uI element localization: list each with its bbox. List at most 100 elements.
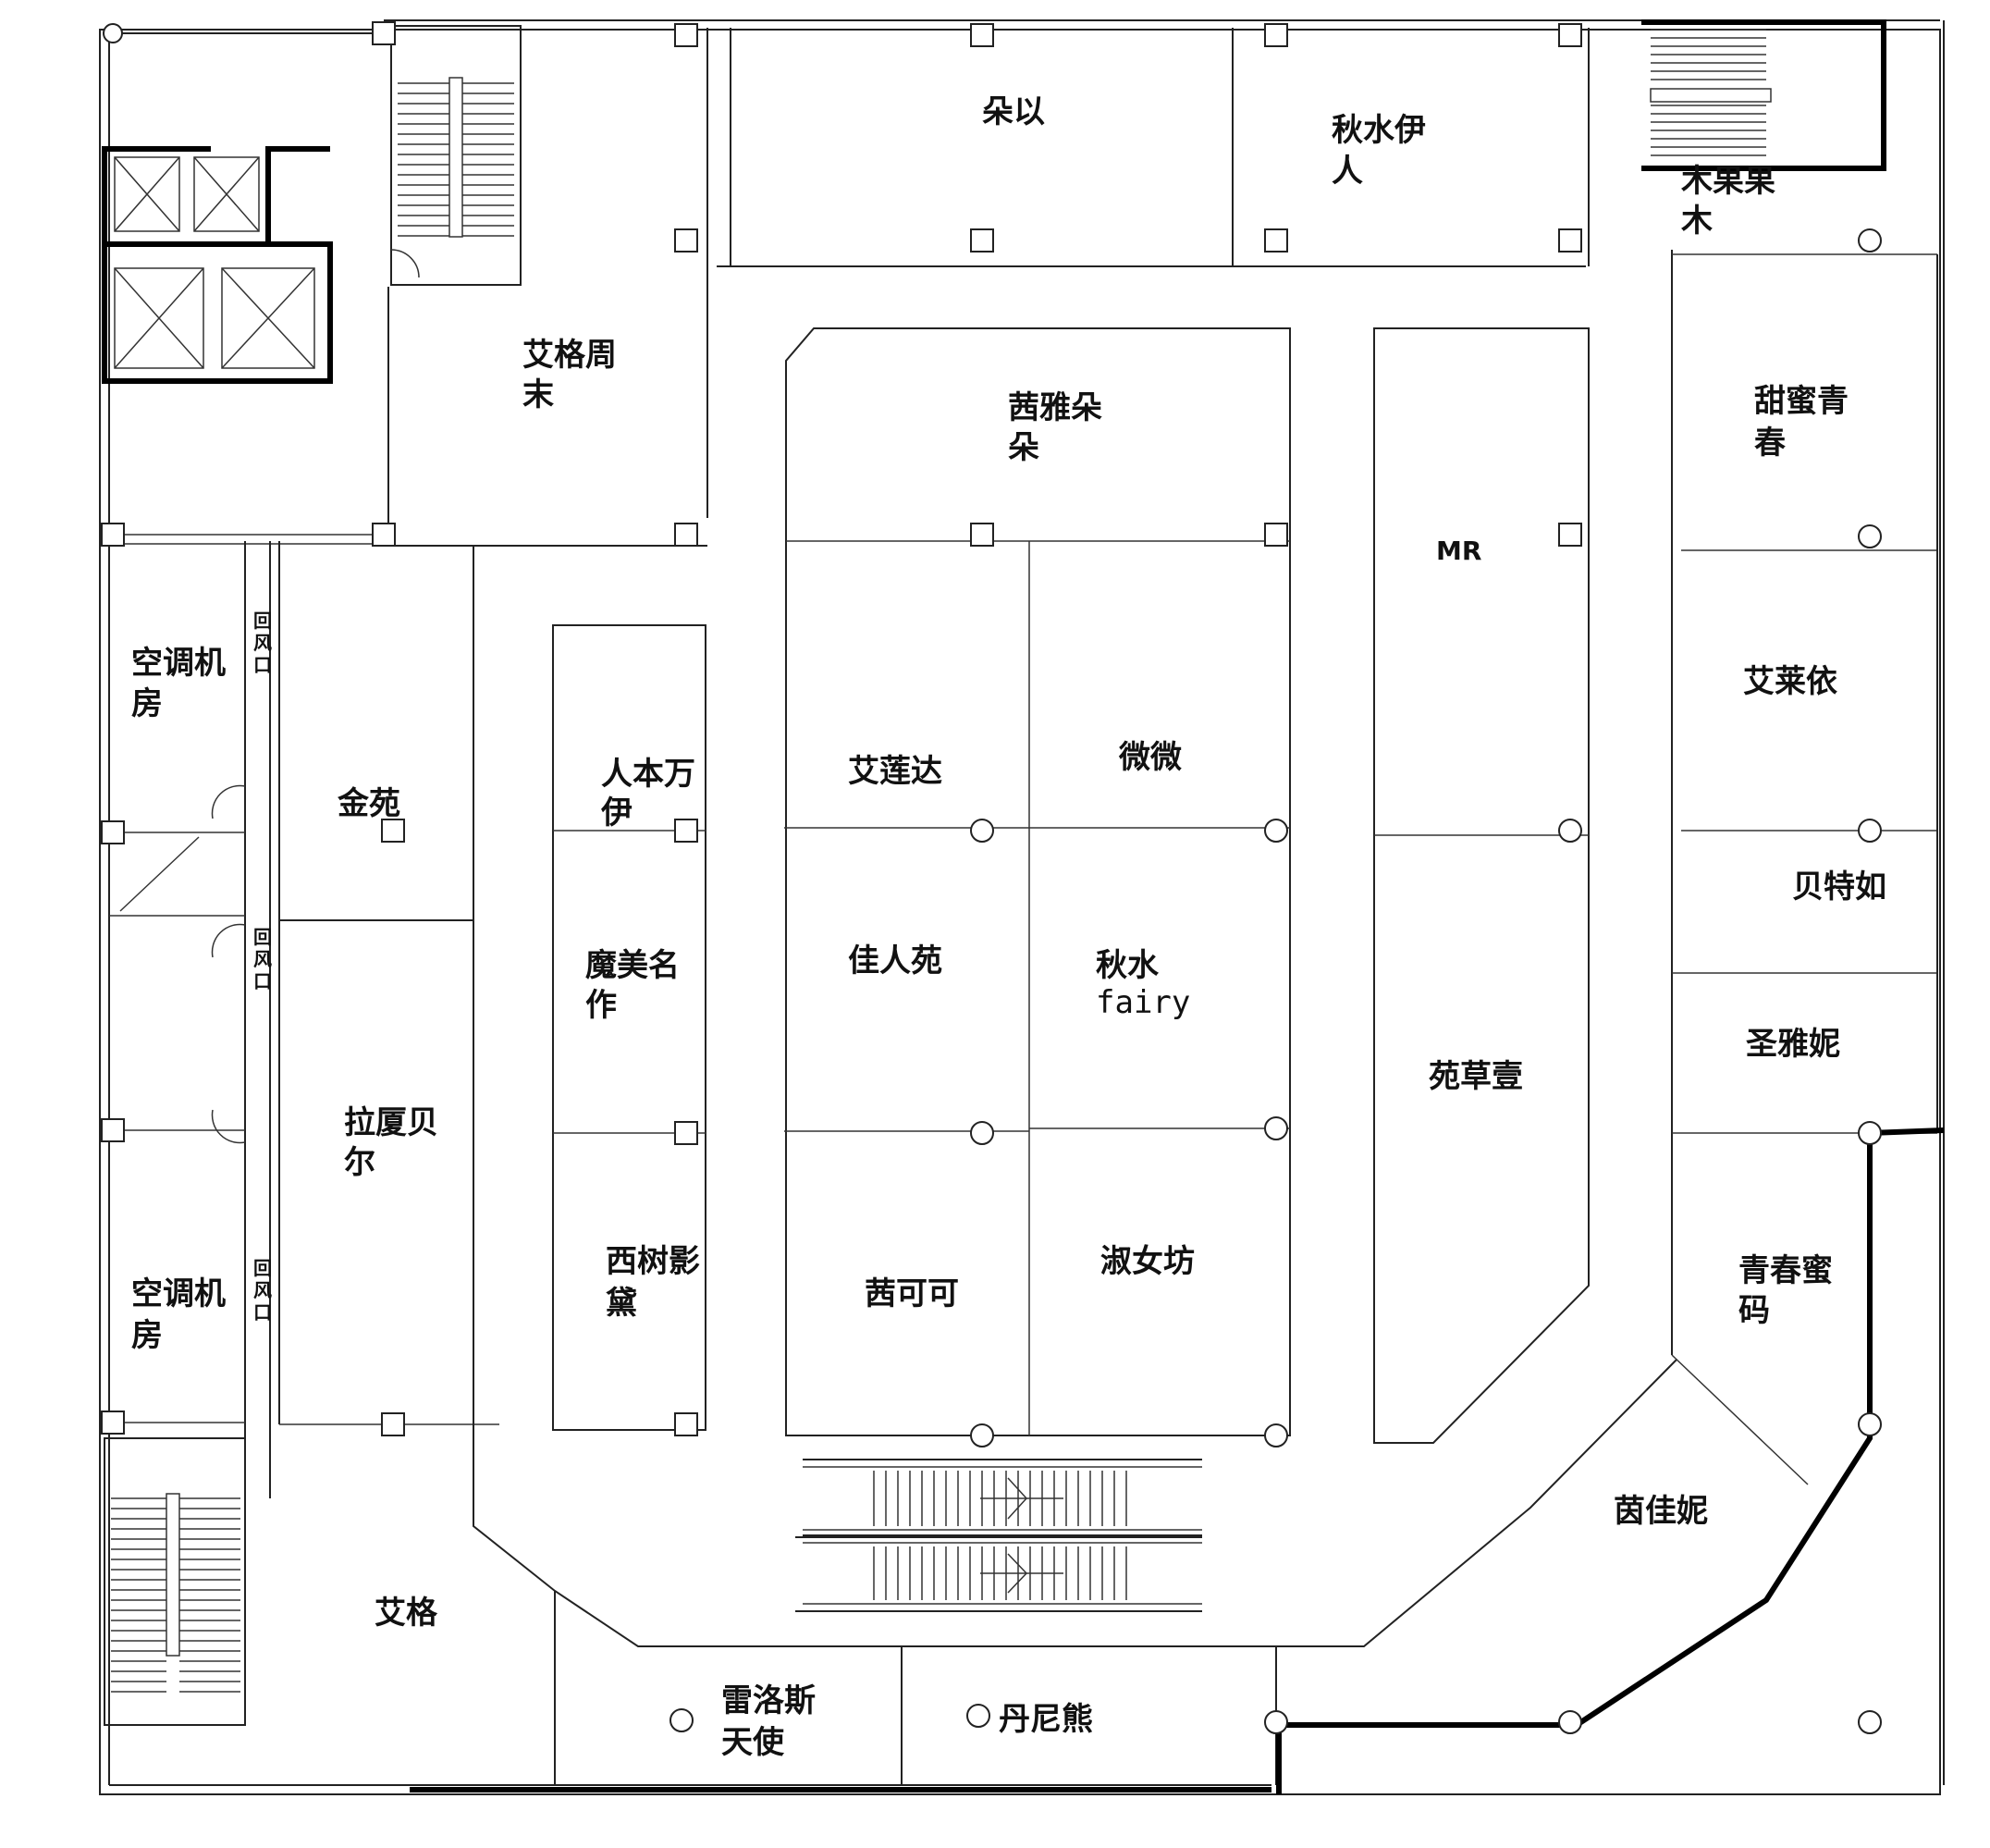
column-square — [1558, 228, 1582, 253]
column-round — [970, 1121, 994, 1145]
column-square — [372, 21, 396, 45]
shop-duo-yi: 朵以 — [982, 93, 1045, 130]
column-round — [1858, 1121, 1882, 1145]
column-square — [674, 228, 698, 253]
shop-ai-lai-yi: 艾莱依 — [1743, 663, 1837, 700]
column-round — [966, 1704, 990, 1728]
shop-shu-nv-fang: 淑女坊 — [1100, 1243, 1195, 1280]
column-round — [1558, 819, 1582, 843]
vent-3-l3: 口 — [253, 1301, 272, 1324]
shop-qiu-shui-yi-ren-l2: 人 — [1332, 153, 1363, 190]
elevator-block — [102, 23, 388, 545]
room-labels: 空调机 房 空调机 房 — [131, 645, 226, 1354]
column-square — [674, 819, 698, 843]
shop-la-xia-bei-er-l1: 拉厦贝 — [344, 1104, 438, 1141]
vent-labels: 回 风 口 回 风 口 回 风 口 — [253, 610, 272, 1324]
vent-1-l2: 风 — [253, 632, 272, 654]
shop-qiu-shui-fairy-l1: 秋水 — [1096, 947, 1160, 984]
ac-room-2-l1: 空调机 — [131, 1275, 226, 1312]
shop-tian-mi-qing-chun-l2: 春 — [1754, 425, 1786, 462]
column-round — [1858, 524, 1882, 548]
column-round — [1264, 819, 1288, 843]
shop-sheng-ya-ni: 圣雅妮 — [1746, 1026, 1840, 1063]
shop-ren-ben-wan-yi-l2: 伊 — [600, 795, 633, 832]
column-square — [1264, 523, 1288, 547]
shop-yin-jia-ni: 茵佳妮 — [1614, 1493, 1708, 1530]
column-square — [674, 23, 698, 47]
ac-room-2-l2: 房 — [131, 1317, 163, 1354]
left-side-rooms — [104, 541, 280, 1726]
shop-qian-ya-duo-duo-l2: 朵 — [1008, 429, 1039, 466]
shop-lei-luo-si-tian-shi-l1: 雷洛斯 — [721, 1682, 816, 1719]
shop-mr: MR — [1436, 536, 1481, 566]
shop-mu-guo-guo-mu-l2: 木 — [1680, 203, 1713, 240]
shop-la-xia-bei-er-l2: 尔 — [344, 1144, 375, 1181]
island-center — [784, 327, 1291, 1436]
column-round — [1858, 1710, 1882, 1734]
shop-mo-mei-ming-zuo-l2: 作 — [585, 987, 617, 1024]
shop-qian-ya-duo-duo-l1: 茜雅朵 — [1008, 389, 1102, 426]
column-round — [1858, 228, 1882, 253]
column-square — [1264, 23, 1288, 47]
shop-wei-wei: 微微 — [1118, 739, 1182, 776]
column-round — [1264, 1116, 1288, 1140]
column-square — [101, 1411, 125, 1435]
vent-3-l2: 风 — [253, 1279, 272, 1301]
column-square — [1558, 23, 1582, 47]
ac-room-1-l1: 空调机 — [131, 645, 226, 682]
shop-qian-ke-ke: 茜可可 — [865, 1275, 959, 1312]
top-shop-row — [387, 28, 1590, 547]
shop-xi-shu-ying-dai-l2: 黛 — [606, 1285, 637, 1322]
shop-dan-ni-xiong: 丹尼熊 — [999, 1701, 1093, 1738]
right-shop-column — [1276, 250, 1945, 1794]
vent-2-l3: 口 — [253, 970, 272, 992]
shop-yuan-cao-yi: 苑草壹 — [1429, 1058, 1523, 1095]
left-shop-column — [279, 546, 499, 1526]
column-round — [1264, 1710, 1288, 1734]
column-square — [101, 820, 125, 844]
column-square — [970, 523, 994, 547]
column-square — [1558, 523, 1582, 547]
column-round — [1264, 1423, 1288, 1448]
top-right-stairwell — [1641, 19, 1886, 171]
column-square — [674, 1412, 698, 1436]
column-square — [970, 23, 994, 47]
shop-tian-mi-qing-chun-l1: 甜蜜青 — [1754, 383, 1849, 420]
top-left-stairwell — [390, 25, 522, 286]
ac-room-1-l2: 房 — [131, 685, 163, 722]
column-square — [674, 523, 698, 547]
shop-ai-ge-zhou-mo-l2: 末 — [522, 376, 554, 413]
column-round — [970, 819, 994, 843]
shop-jin-yuan: 金苑 — [337, 785, 400, 822]
shop-mo-mei-ming-zuo-l1: 魔美名 — [585, 947, 680, 984]
shop-lei-luo-si-tian-shi-l2: 天使 — [721, 1724, 785, 1761]
corridor — [473, 546, 1677, 1785]
escalators — [795, 1459, 1202, 1612]
column-square — [101, 1118, 125, 1142]
column-square — [381, 819, 405, 843]
column-square — [674, 1121, 698, 1145]
vent-1-l3: 口 — [253, 654, 272, 676]
column-square — [970, 228, 994, 253]
column-round — [970, 1423, 994, 1448]
shop-labels: 朵以 秋水伊 人 木果果 木 艾格周 末 茜雅朵 朵 MR 甜蜜青 春 艾莱依 … — [337, 93, 1886, 1761]
column-square — [1264, 228, 1288, 253]
column-round — [1558, 1710, 1582, 1734]
column-square — [381, 1412, 405, 1436]
shop-mu-guo-guo-mu-l1: 木果果 — [1680, 163, 1775, 200]
shop-qiu-shui-yi-ren-l1: 秋水伊 — [1332, 112, 1426, 149]
vent-2-l2: 风 — [253, 948, 272, 970]
column-round — [669, 1708, 694, 1732]
shop-qing-chun-mi-ma-l1: 青春蜜 — [1738, 1252, 1833, 1289]
shop-ren-ben-wan-yi-l1: 人本万 — [601, 756, 695, 793]
shop-jia-ren-yuan: 佳人苑 — [848, 942, 942, 979]
island-east — [1373, 327, 1590, 1444]
vent-2-l1: 回 — [253, 926, 272, 948]
vent-3-l1: 回 — [253, 1257, 272, 1279]
column-round — [1858, 1412, 1882, 1436]
escalator-arrow — [1007, 1477, 1028, 1520]
escalator-arrow — [1007, 1553, 1028, 1594]
shop-xi-shu-ying-dai-l1: 西树影 — [606, 1243, 700, 1280]
column-round — [1858, 819, 1882, 843]
